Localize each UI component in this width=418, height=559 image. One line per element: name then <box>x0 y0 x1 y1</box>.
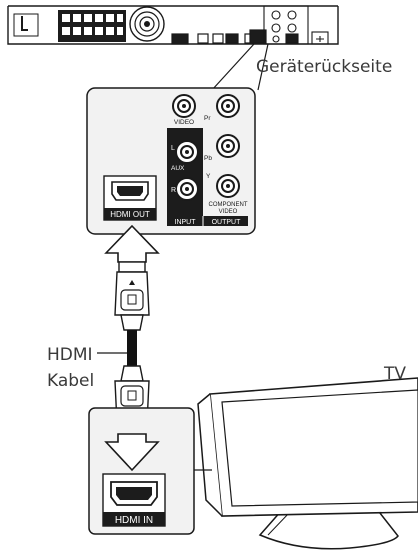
rear-panel-label: Geräterückseite <box>256 57 393 77</box>
hdmi-out-port: HDMI OUT <box>103 175 157 221</box>
tv-set <box>197 377 418 550</box>
aux-l-label: L <box>171 145 175 152</box>
output-label: OUTPUT <box>212 219 242 226</box>
tv-label: TV <box>384 364 407 384</box>
aux-r-label: R <box>171 187 176 194</box>
arrow-up <box>104 224 160 263</box>
video-label: VIDEO <box>174 119 194 126</box>
callout-lines <box>211 43 269 91</box>
device-rear-panel <box>7 5 339 45</box>
rear-small-ports <box>171 29 267 45</box>
component-label: COMPONENT <box>209 202 248 208</box>
cable-label-line2: Kabel <box>47 371 95 391</box>
fan-grille <box>129 6 165 42</box>
tv-hdmi-inset: HDMI IN <box>88 407 212 535</box>
cable-label-line1: HDMI <box>47 345 93 365</box>
video-jack: VIDEO <box>172 94 196 126</box>
aux-label: AUX <box>171 165 185 172</box>
pr-label: Pr <box>204 115 211 122</box>
input-output-bar: INPUT OUTPUT <box>167 216 248 226</box>
rear-panel-inset: HDMI OUT VIDEO L AUX R <box>86 87 256 235</box>
arrow-down-overlay <box>104 433 160 472</box>
y-label: Y <box>206 173 211 180</box>
speaker-terminals <box>58 10 126 42</box>
component-video-label: VIDEO <box>219 209 238 215</box>
aux-input-panel: L AUX R <box>167 128 203 216</box>
rear-jack-cluster <box>263 5 329 45</box>
cable-label: HDMI Kabel <box>47 342 94 394</box>
hdmi-in-label: HDMI IN <box>115 515 153 526</box>
input-label: INPUT <box>175 219 197 226</box>
pb-label: Pb <box>204 155 212 162</box>
hdmi-out-label: HDMI OUT <box>110 210 150 219</box>
component-video-jacks: Pr Pb Y COMPONENT VIDEO <box>204 94 248 215</box>
hdmi-in-port: HDMI IN <box>102 473 166 527</box>
